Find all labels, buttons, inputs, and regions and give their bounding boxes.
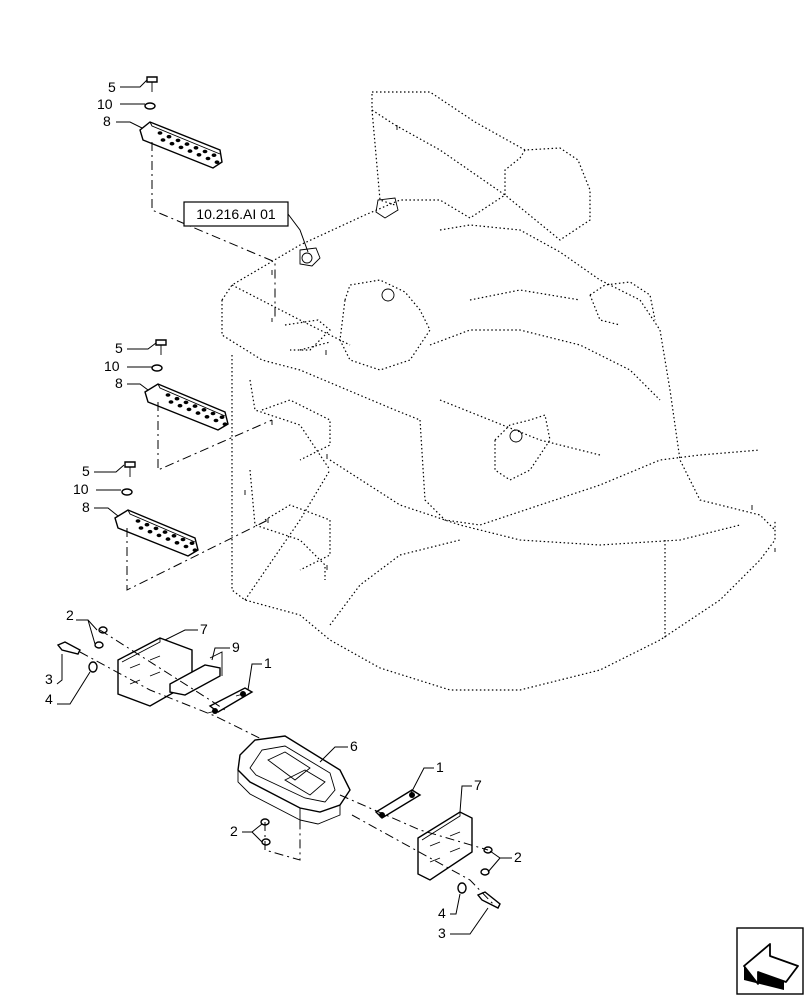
- callout-1: 1: [264, 655, 272, 671]
- screw-5-top: [146, 76, 158, 92]
- pad-hole: [189, 541, 195, 545]
- callout-4: 4: [438, 905, 446, 921]
- callout-5: 5: [108, 79, 116, 95]
- mounting-pad-middle: [144, 383, 229, 431]
- step-tread-6: [237, 735, 351, 825]
- nut-2-right-bottom: [480, 868, 490, 876]
- pad-hole: [187, 149, 193, 153]
- pad-hole: [135, 519, 141, 523]
- washer-10-middle: [151, 364, 163, 372]
- callout-2: 2: [66, 607, 74, 623]
- pad-hole: [174, 396, 180, 401]
- pad-hole: [202, 149, 208, 154]
- callout-3: 3: [438, 925, 446, 941]
- pad-hole: [153, 526, 159, 531]
- housing-body: [221, 91, 776, 691]
- pad-hole: [178, 145, 184, 150]
- pad-hole: [144, 522, 150, 527]
- pad-hole: [162, 530, 168, 534]
- pad-hole: [169, 141, 175, 146]
- bolt-3-left: [56, 641, 81, 655]
- step-bracket-7-right: [417, 811, 473, 881]
- callout-8: 8: [82, 499, 90, 515]
- pad-hole: [174, 541, 180, 545]
- pad-hole: [157, 131, 163, 135]
- callout-2: 2: [514, 849, 522, 865]
- reference-label-text: 10.216.AI 01: [196, 206, 276, 222]
- callouts: 5 10 8 5 10 8 5 10 8 2 3 4 7 9 1 6 2: [45, 79, 522, 941]
- pad-hole: [213, 418, 219, 423]
- screw-5-bottom: [124, 461, 136, 477]
- pad-hole: [210, 411, 216, 416]
- nut-2-step-bottom: [261, 838, 271, 846]
- callout-7: 7: [474, 777, 482, 793]
- screw-5-middle: [155, 339, 167, 355]
- callout-5: 5: [115, 340, 123, 356]
- callout-10: 10: [97, 96, 113, 112]
- callout-5: 5: [82, 463, 90, 479]
- arrow-icon[interactable]: [736, 927, 804, 995]
- washer-4-left: [88, 661, 98, 673]
- callout-8: 8: [103, 113, 111, 129]
- pad-hole: [186, 407, 192, 412]
- bolt-3-right: [476, 891, 501, 909]
- washer-10-bottom: [121, 488, 133, 496]
- bolt-plate-1-right: [374, 789, 422, 819]
- pad-hole: [147, 529, 153, 534]
- pad-holes: [135, 131, 228, 552]
- pad-hole: [192, 548, 198, 552]
- callout-2: 2: [230, 823, 238, 839]
- pad-hole: [195, 411, 201, 415]
- callout-10: 10: [104, 358, 120, 374]
- pad-hole: [201, 408, 207, 412]
- callout-9: 9: [232, 639, 240, 655]
- pad-hole: [196, 153, 202, 157]
- pad-hole: [168, 400, 174, 404]
- callout-8: 8: [115, 375, 123, 391]
- callout-10: 10: [73, 481, 89, 497]
- pad-hole: [177, 403, 183, 408]
- pad-hole: [156, 533, 162, 538]
- spacer-9: [169, 651, 223, 696]
- bolt-plate-1-left: [207, 687, 254, 714]
- callout-4: 4: [45, 691, 53, 707]
- pad-hole: [138, 526, 144, 530]
- callout-7: 7: [200, 621, 208, 637]
- pad-hole: [204, 415, 210, 419]
- pad-hole: [175, 138, 181, 143]
- callout-3: 3: [45, 671, 53, 687]
- pad-hole: [183, 544, 189, 549]
- pad-hole: [171, 534, 177, 538]
- washer-10-top: [144, 102, 156, 110]
- pad-hole: [205, 156, 211, 161]
- pad-hole: [180, 537, 186, 542]
- pad-hole: [192, 404, 198, 408]
- callout-6: 6: [350, 738, 358, 754]
- nut-2-left-top: [98, 626, 108, 634]
- nut-2-left-bottom: [94, 641, 104, 649]
- pad-hole: [222, 422, 228, 427]
- pad-hole: [211, 153, 217, 157]
- pad-hole: [160, 138, 166, 142]
- pad-hole: [193, 146, 199, 150]
- reference-label[interactable]: 10.216.AI 01: [183, 201, 309, 253]
- pad-hole: [166, 134, 172, 139]
- step-bracket-7-left: [117, 637, 193, 707]
- pad-hole: [214, 160, 220, 164]
- pad-hole: [183, 400, 189, 405]
- pad-hole: [165, 537, 171, 541]
- pad-hole: [165, 393, 171, 397]
- callout-1: 1: [436, 759, 444, 775]
- washer-4-right: [457, 882, 467, 894]
- pad-hole: [184, 142, 190, 146]
- pad-hole: [219, 415, 225, 420]
